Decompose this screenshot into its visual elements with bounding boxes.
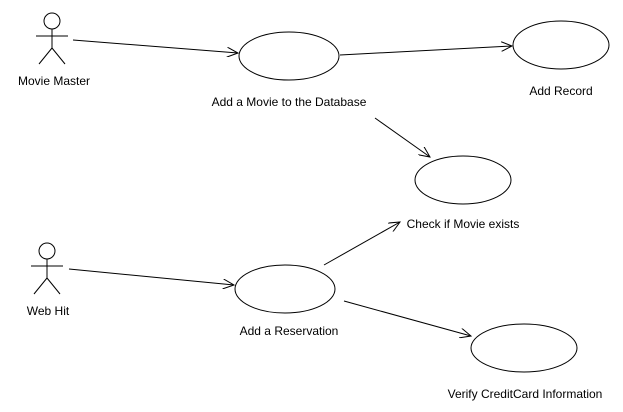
actor-head <box>38 242 56 260</box>
actor-web-hit[interactable] <box>31 242 63 295</box>
association-web-hit-to-add-reservation <box>68 268 234 285</box>
dependency-add-movie-to-add-record <box>339 46 512 56</box>
use-case-add-reservation[interactable] <box>234 264 336 314</box>
association-movie-master-to-add-movie <box>72 39 238 53</box>
actor-right-leg <box>46 277 61 295</box>
use-case-add-record[interactable] <box>512 20 610 70</box>
use-case-add-movie[interactable] <box>238 31 340 81</box>
dependency-add-reservation-to-check-movie <box>323 222 400 266</box>
actor-right-leg <box>51 47 66 65</box>
actor-label-web-hit: Web Hit <box>27 304 70 318</box>
actor-left-leg <box>33 277 48 295</box>
actor-head <box>43 12 61 30</box>
use-case-label-add-reservation: Add a Reservation <box>240 324 339 338</box>
actor-label-movie-master: Movie Master <box>18 74 90 88</box>
use-case-label-add-movie: Add a Movie to the Database <box>212 95 367 109</box>
use-case-label-verify-credit: Verify CreditCard Information <box>448 387 603 401</box>
use-case-check-movie[interactable] <box>414 155 512 205</box>
use-case-label-add-record: Add Record <box>529 84 592 98</box>
use-case-label-check-movie: Check if Movie exists <box>407 217 520 231</box>
actor-left-leg <box>38 47 53 65</box>
use-case-verify-credit[interactable] <box>470 323 578 373</box>
dependency-add-movie-to-check-movie <box>374 117 430 157</box>
dependency-add-reservation-to-verify-credit <box>343 300 471 336</box>
actor-movie-master[interactable] <box>36 12 68 65</box>
